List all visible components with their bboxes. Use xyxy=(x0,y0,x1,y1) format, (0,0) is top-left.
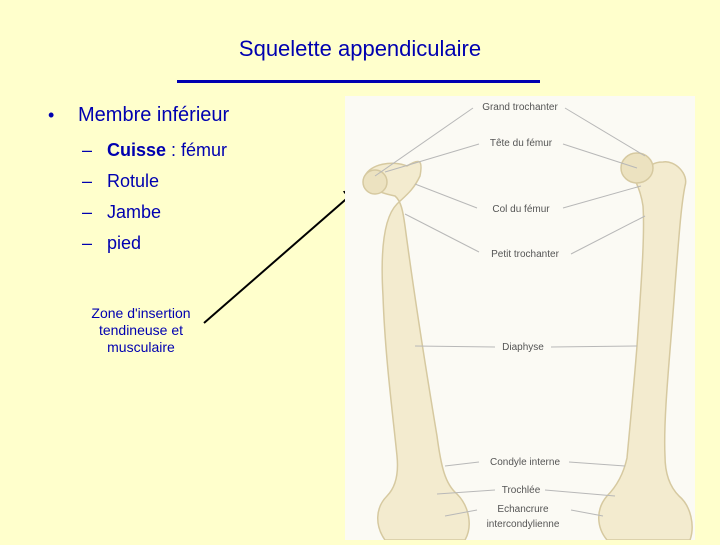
label-trochlee: Trochlée xyxy=(502,485,541,496)
note-line: musculaire xyxy=(107,339,175,355)
label-grand-trochanter: Grand trochanter xyxy=(482,102,558,113)
femur-svg: Grand trochanter Tête du fémur Col du fé… xyxy=(362,102,693,541)
label-condyle-interne: Condyle interne xyxy=(490,457,560,468)
note-line: tendineuse et xyxy=(98,322,184,338)
sub-item-cuisse: – Cuisse : fémur xyxy=(82,135,229,166)
sub-item-label: Jambe xyxy=(107,202,162,222)
title-underline xyxy=(177,80,540,83)
slide-title: Squelette appendiculaire xyxy=(238,36,482,61)
dash-icon: – xyxy=(82,202,93,222)
bullet-main-label: Membre inférieur xyxy=(78,104,230,126)
sub-item-bold: Cuisse xyxy=(107,140,167,160)
femur-illustration: Grand trochanter Tête du fémur Col du fé… xyxy=(345,96,695,541)
sub-item-label: pied xyxy=(107,233,142,253)
dash-icon: – xyxy=(82,140,93,160)
label-tete-femur: Tête du fémur xyxy=(490,138,553,149)
bullet-main: • Membre inférieur xyxy=(48,104,229,127)
sub-item-pied: – pied xyxy=(82,228,229,259)
note-line: Zone d'insertion xyxy=(91,305,191,321)
label-col-femur: Col du fémur xyxy=(492,204,550,215)
label-intercondylienne: intercondylienne xyxy=(487,519,560,530)
insertion-note: Zone d'insertion tendineuse et musculair… xyxy=(68,305,214,356)
bullet-list: • Membre inférieur – Cuisse : fémur – Ro… xyxy=(48,104,229,259)
bullet-dot-icon: • xyxy=(48,105,55,125)
label-echancrure: Echancrure xyxy=(497,504,549,515)
label-diaphyse: Diaphyse xyxy=(502,342,544,353)
label-petit-trochanter: Petit trochanter xyxy=(491,249,559,260)
left-femur xyxy=(362,160,470,541)
sub-item-label: Rotule xyxy=(107,171,160,191)
sub-item-rotule: – Rotule xyxy=(82,166,229,197)
dash-icon: – xyxy=(82,171,93,191)
leader-lines xyxy=(374,107,646,517)
dash-icon: – xyxy=(82,233,93,253)
sub-item-label: : fémur xyxy=(166,140,228,160)
sub-list: – Cuisse : fémur – Rotule – Jambe – pied xyxy=(48,135,229,259)
sub-item-jambe: – Jambe xyxy=(82,197,229,228)
